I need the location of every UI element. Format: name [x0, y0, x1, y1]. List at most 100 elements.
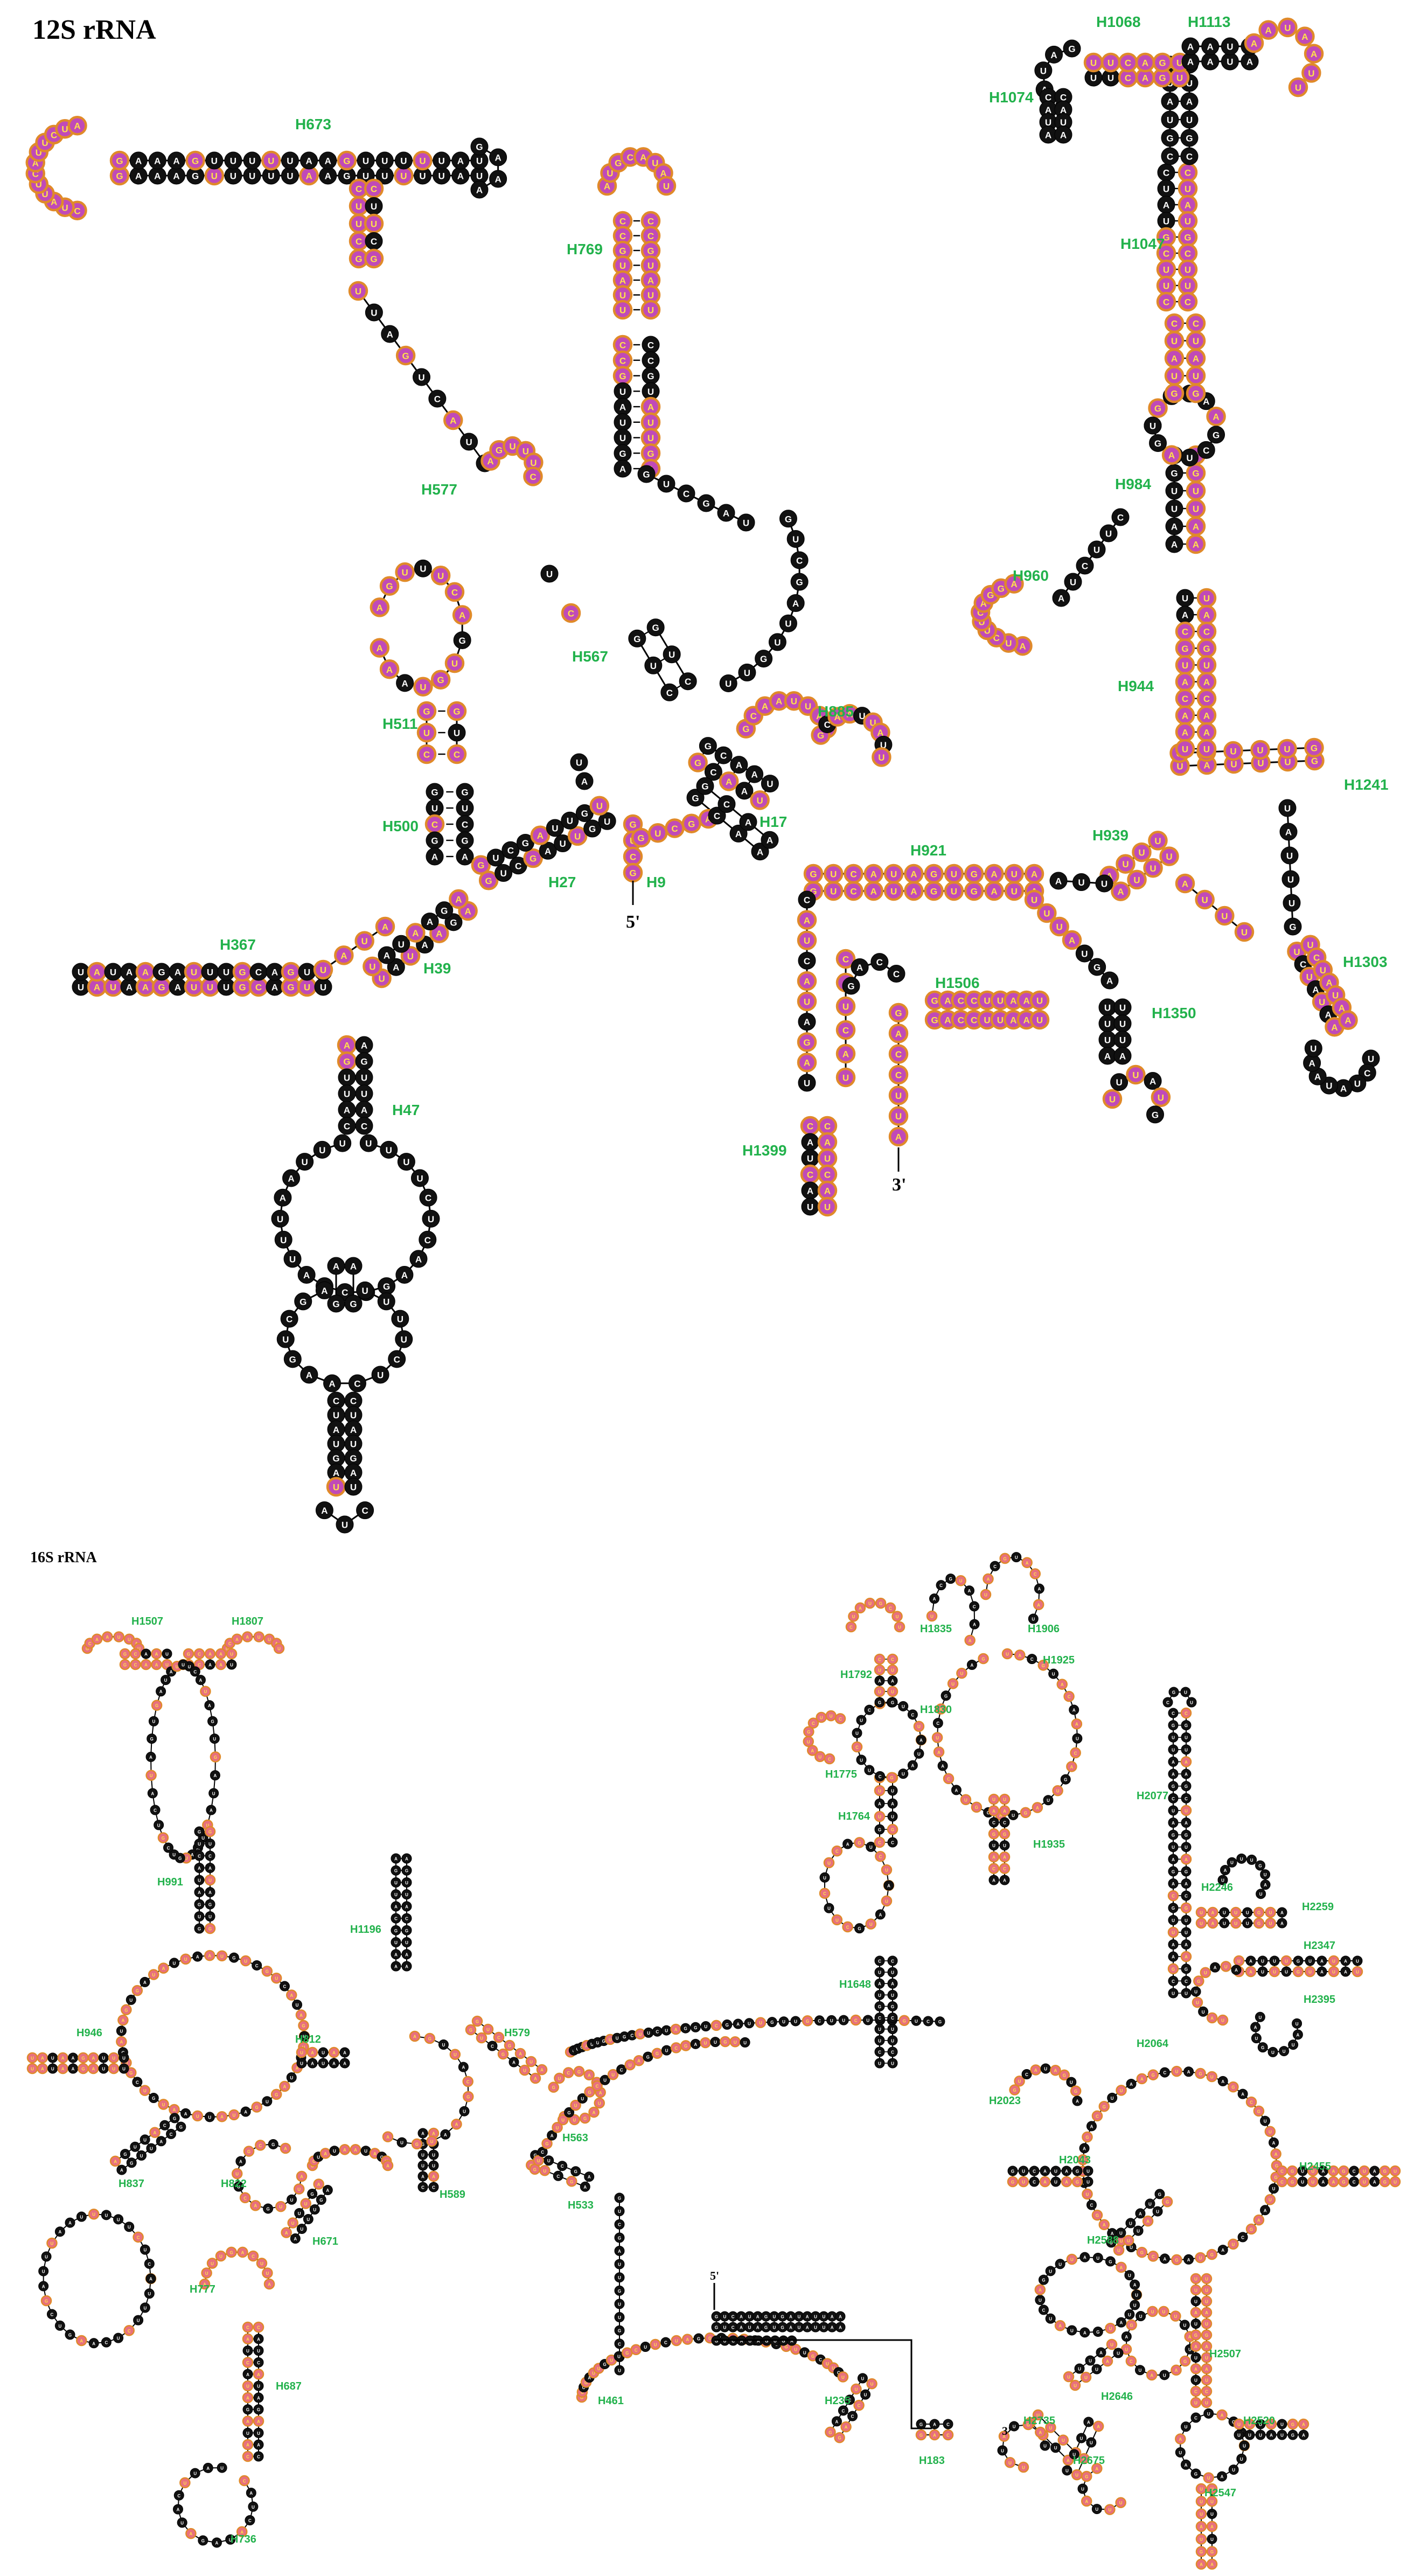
nucleotide-conserved: A [1181, 1878, 1192, 1889]
nucleotide-variable: A [1186, 534, 1206, 554]
nucleotide-variable: U [1178, 211, 1198, 231]
svg-text:U: U [1104, 1019, 1111, 1029]
nucleotide-conserved: U [1179, 2320, 1190, 2330]
nucleotide-variable: U [1190, 2397, 1202, 2408]
nucleotide-variable: A [933, 1746, 945, 1758]
svg-text:A: A [268, 2282, 271, 2287]
svg-text:C: C [286, 1314, 292, 1325]
nucleotide-conserved: C [245, 2515, 255, 2525]
nucleotide-variable: A [984, 864, 1004, 884]
svg-text:U: U [307, 2217, 310, 2222]
svg-text:C: C [556, 2174, 560, 2179]
svg-text:A: A [910, 869, 917, 880]
svg-text:U: U [891, 1690, 894, 1695]
nucleotide-conserved: A [746, 765, 764, 783]
nucleotide-variable: C [1178, 243, 1198, 263]
nucleotide-variable: G [226, 2246, 237, 2258]
svg-text:U: U [1171, 504, 1178, 514]
svg-text:U: U [1031, 895, 1037, 906]
svg-text:U: U [748, 2326, 751, 2330]
nucleotide-conserved: G [1038, 2274, 1049, 2285]
nucleotide-conserved: U [1159, 2370, 1170, 2380]
svg-text:C: C [839, 1717, 842, 1722]
nucleotide-conserved: U [401, 1889, 412, 1900]
nucleotide-conserved: G [268, 2139, 278, 2149]
nucleotide-variable: U [1352, 1966, 1363, 1978]
nucleotide-variable: U [363, 956, 382, 977]
nucleotide-conserved: A [145, 1751, 156, 1762]
nucleotide-variable: U [1264, 2194, 1276, 2205]
svg-text:A: A [736, 760, 742, 770]
svg-text:C: C [257, 2326, 260, 2330]
nucleotide-conserved: A [1098, 1047, 1117, 1065]
svg-text:U: U [369, 962, 375, 972]
nucleotide-variable: U [231, 2168, 243, 2180]
nucleotide-conserved: U [1190, 2296, 1201, 2307]
nucleotide-variable: U [1029, 990, 1050, 1011]
svg-text:A: A [344, 1105, 350, 1116]
svg-text:U: U [891, 1668, 894, 1673]
nucleotide-variable: A [280, 2142, 291, 2154]
nucleotide-conserved: G [242, 2404, 253, 2415]
nucleotide-variable: G [298, 2020, 309, 2031]
nucleotide-conserved: U [1217, 1875, 1228, 1885]
nucleotide-conserved: A [194, 1863, 205, 1873]
svg-text:U: U [400, 171, 407, 182]
nucleotide-variable: G [803, 864, 824, 884]
nucleotide-variable: U [1004, 2457, 1016, 2468]
nucleotide-conserved: C [101, 2337, 112, 2348]
nucleotide-conserved: C [1168, 1708, 1179, 1718]
svg-text:G: G [485, 876, 492, 886]
nucleotide-variable: A [1190, 2307, 1202, 2318]
svg-text:A: A [333, 1262, 339, 1272]
nucleotide-conserved: U [887, 2035, 898, 2046]
nucleotide-variable: G [854, 1837, 865, 1848]
nucleotide-conserved: C [194, 1850, 205, 1861]
svg-text:U: U [723, 2326, 726, 2330]
svg-text:A: A [173, 156, 179, 166]
svg-text:U: U [611, 2073, 615, 2078]
svg-text:A: A [350, 1468, 357, 1478]
nucleotide-conserved: U [1099, 524, 1118, 542]
nucleotide-conserved: G [628, 629, 646, 648]
svg-text:A: A [122, 2018, 125, 2023]
nucleotide-conserved: G [680, 2023, 691, 2034]
nucleotide-conserved: U [1277, 2419, 1287, 2429]
svg-text:G: G [992, 1832, 995, 1837]
nucleotide-variable: A [185, 2528, 197, 2539]
svg-text:G: G [705, 741, 712, 751]
nucleotide-variable: U [108, 2063, 120, 2074]
svg-text:G: G [920, 2422, 923, 2427]
svg-text:U: U [105, 2213, 108, 2218]
nucleotide-variable: U [1195, 2252, 1206, 2264]
svg-text:C: C [666, 688, 673, 698]
nucleotide-conserved: U [1145, 2198, 1155, 2209]
svg-text:C: C [891, 1959, 894, 1964]
three-prime-label-16s: 3' [1002, 2424, 1011, 2438]
helix-label: H1350 [1152, 1005, 1196, 1021]
nucleotide-variable: U [1127, 869, 1147, 890]
svg-text:C: C [248, 2518, 252, 2523]
nucleotide-variable: G [204, 1826, 216, 1837]
nucleotide-variable: U [1115, 2497, 1126, 2508]
helix-label: H17 [760, 813, 787, 830]
nucleotide-conserved: U [887, 1989, 898, 2000]
nucleotide-conserved: U [737, 513, 755, 532]
nucleotide-conserved: A [323, 1374, 342, 1393]
svg-text:U: U [1284, 23, 1291, 33]
nucleotide-variable: U [1049, 916, 1069, 937]
nucleotide-conserved: C [46, 2309, 57, 2320]
svg-text:U: U [1185, 265, 1191, 275]
nucleotide-variable: U [215, 2250, 227, 2262]
helix-label: H1399 [742, 1142, 787, 1159]
nucleotide-conserved: A [211, 2537, 222, 2548]
nucleotide-variable: U [1004, 881, 1024, 901]
nucleotide-variable: U [612, 300, 633, 320]
svg-text:A: A [581, 777, 588, 787]
nucleotide-conserved: G [1165, 464, 1183, 482]
svg-text:U: U [704, 2041, 707, 2046]
svg-text:G: G [450, 917, 457, 928]
nucleotide-variable: G [1126, 2319, 1137, 2331]
svg-text:G: G [1152, 1110, 1159, 1120]
